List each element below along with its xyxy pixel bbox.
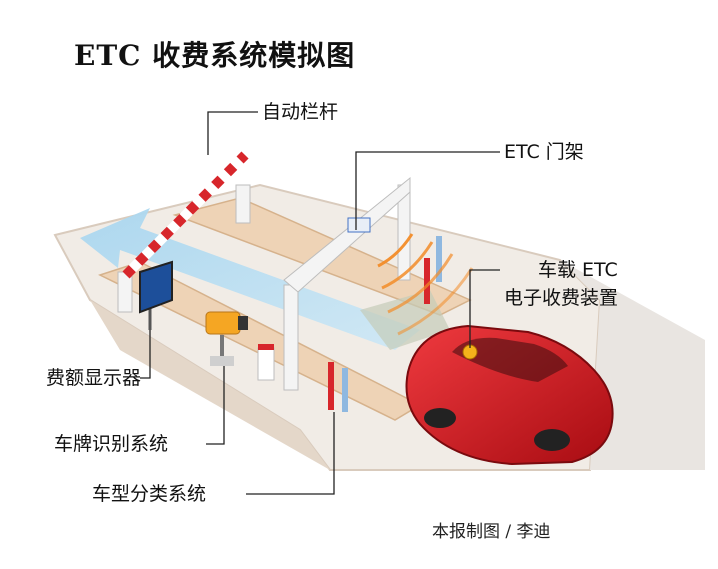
label-plate-recognition: 车牌识别系统	[54, 433, 169, 455]
lane-direction-arrow	[80, 208, 450, 350]
label-vehicle-classification: 车型分类系统	[92, 483, 207, 505]
license-plate-camera	[205, 311, 248, 366]
page-title: ETC 收费系统模拟图	[74, 39, 356, 72]
signal-waves	[377, 233, 474, 336]
red-car	[405, 324, 614, 466]
toll-post	[257, 344, 275, 381]
leader-lines	[140, 111, 500, 495]
vehicle-classification-posts	[328, 236, 442, 412]
credit-line: 本报制图 / 李迪	[432, 522, 551, 542]
etc-gantry	[283, 176, 411, 391]
label-onboard-unit-line1: 车载 ETC	[538, 259, 618, 281]
label-fee-display: 费额显示器	[46, 367, 142, 389]
label-onboard-unit-line2: 电子收费装置	[504, 287, 619, 309]
label-automatic-barrier: 自动栏杆	[262, 101, 339, 123]
automatic-barrier	[117, 151, 251, 313]
fee-display-device	[139, 260, 173, 330]
label-etc-gantry: ETC 门架	[504, 141, 584, 163]
